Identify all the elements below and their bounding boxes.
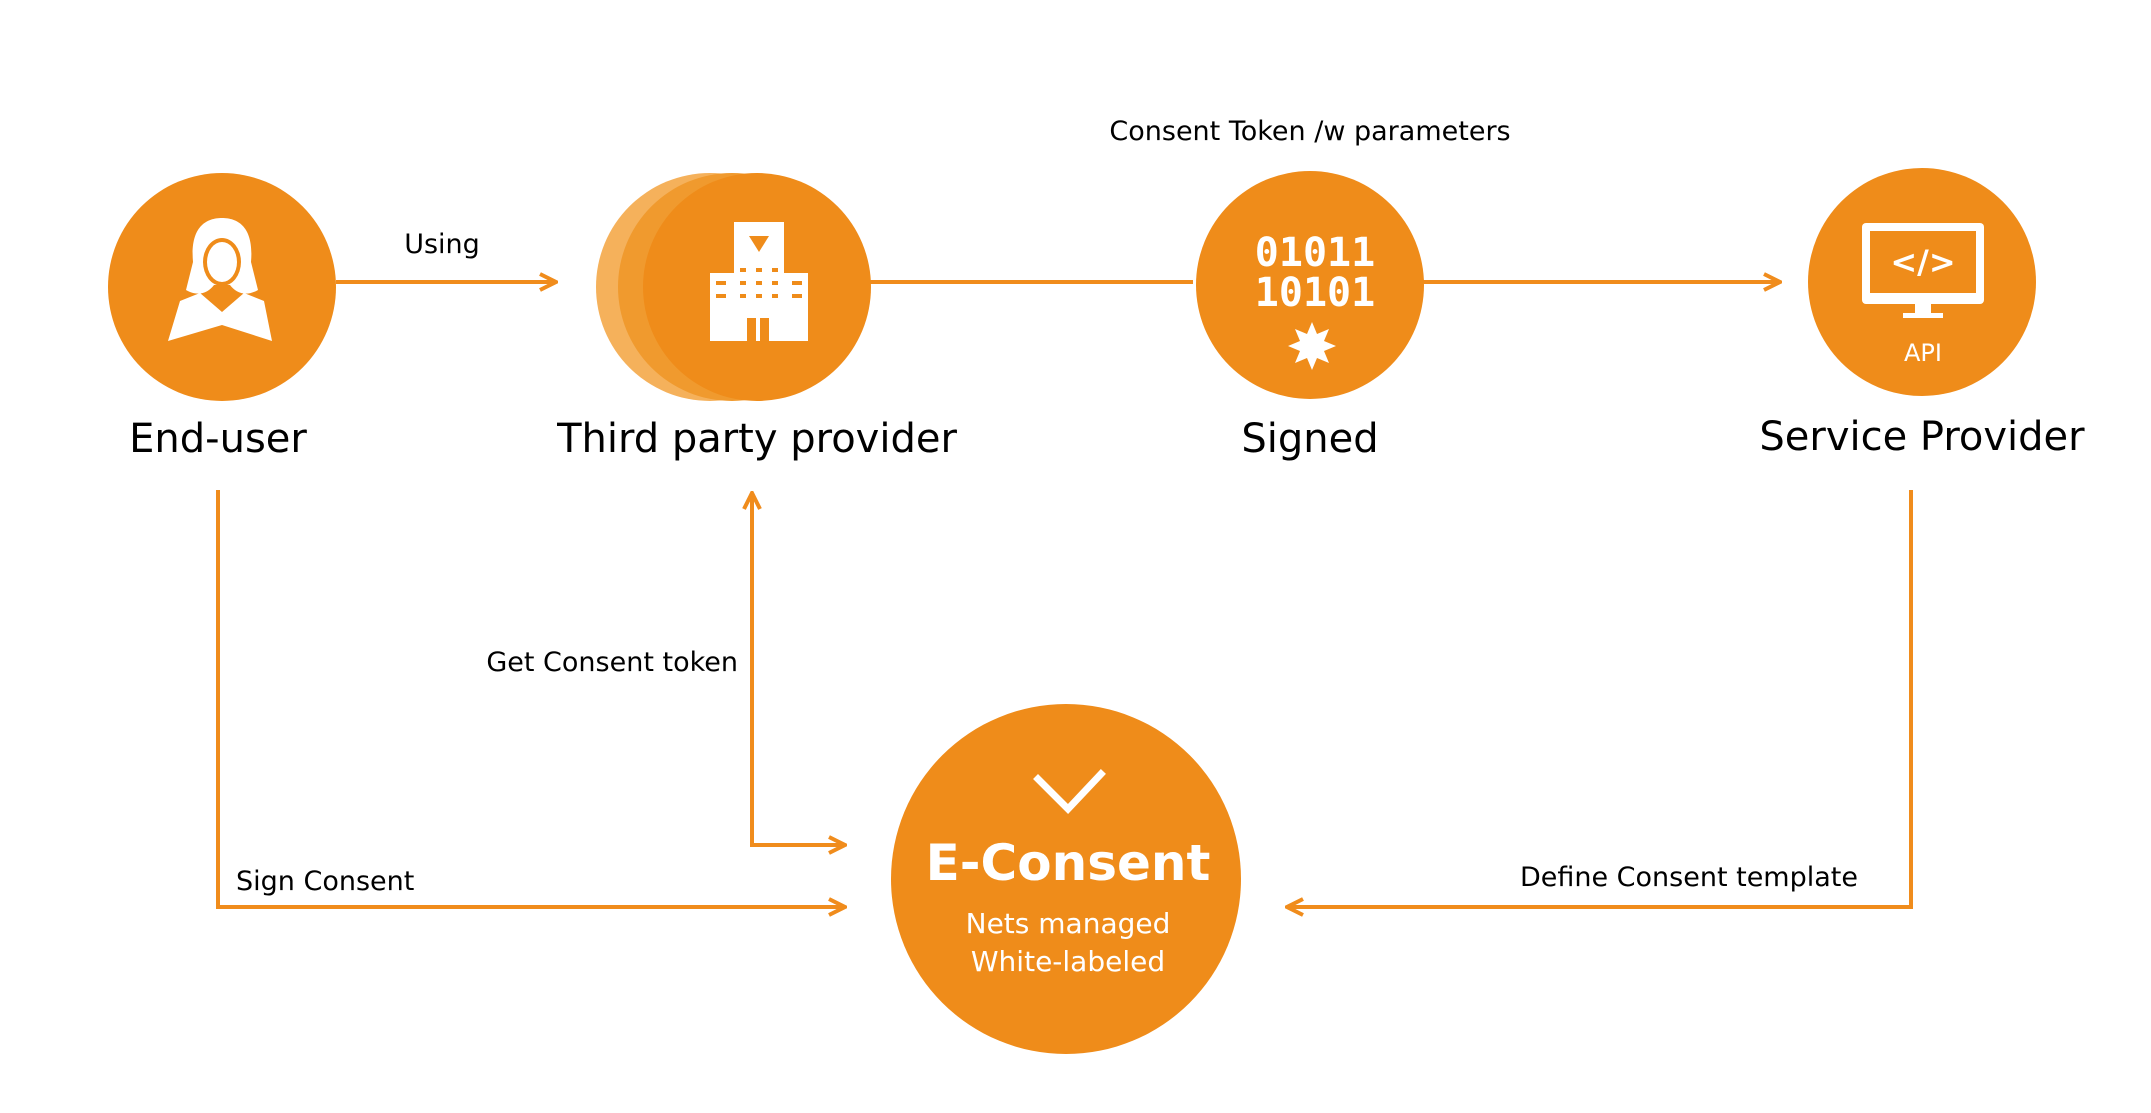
seal-star-icon [1288, 322, 1336, 370]
edge-sign-consent-line [216, 490, 845, 907]
user-icon [168, 218, 272, 341]
node-service-provider: </> API Service Provider [1759, 168, 2085, 460]
edge-label-sign-consent: Sign Consent [236, 866, 414, 897]
node-signed: 01011 10101 Signed [1196, 171, 1424, 462]
service-provider-label: Service Provider [1759, 414, 2085, 460]
edge-label-using: Using [404, 229, 480, 260]
binary-seal-icon: 01011 10101 [1255, 230, 1375, 370]
api-caption: API [1904, 339, 1942, 367]
node-third-party-provider: Third party provider [556, 173, 957, 462]
api-monitor-icon: </> API [1862, 223, 1984, 367]
checkmark-icon [1033, 769, 1106, 815]
node-e-consent: E-Consent Nets managed White-labeled [891, 704, 1241, 1054]
e-consent-title: E-Consent [926, 834, 1211, 892]
signed-circle [1196, 171, 1424, 399]
building-icon [710, 222, 808, 341]
binary-line-2: 10101 [1255, 270, 1375, 316]
e-consent-subtitle-1: Nets managed [966, 907, 1171, 940]
edge-label-consent-token: Consent Token /w parameters [1109, 116, 1510, 147]
end-user-circle [108, 173, 336, 401]
api-code-glyph: </> [1890, 243, 1955, 281]
e-consent-circle [891, 704, 1241, 1054]
binary-line-1: 01011 [1255, 230, 1375, 276]
node-end-user: End-user [108, 173, 336, 462]
edge-get-consent-token-line [752, 493, 845, 845]
signed-label: Signed [1241, 416, 1378, 462]
edge-define-template-line [1287, 490, 1913, 907]
edge-label-get-consent-token: Get Consent token [486, 647, 738, 678]
e-consent-subtitle-2: White-labeled [971, 945, 1165, 978]
end-user-label: End-user [129, 416, 307, 462]
third-party-label: Third party provider [556, 416, 957, 462]
edge-label-define-template: Define Consent template [1520, 862, 1858, 893]
